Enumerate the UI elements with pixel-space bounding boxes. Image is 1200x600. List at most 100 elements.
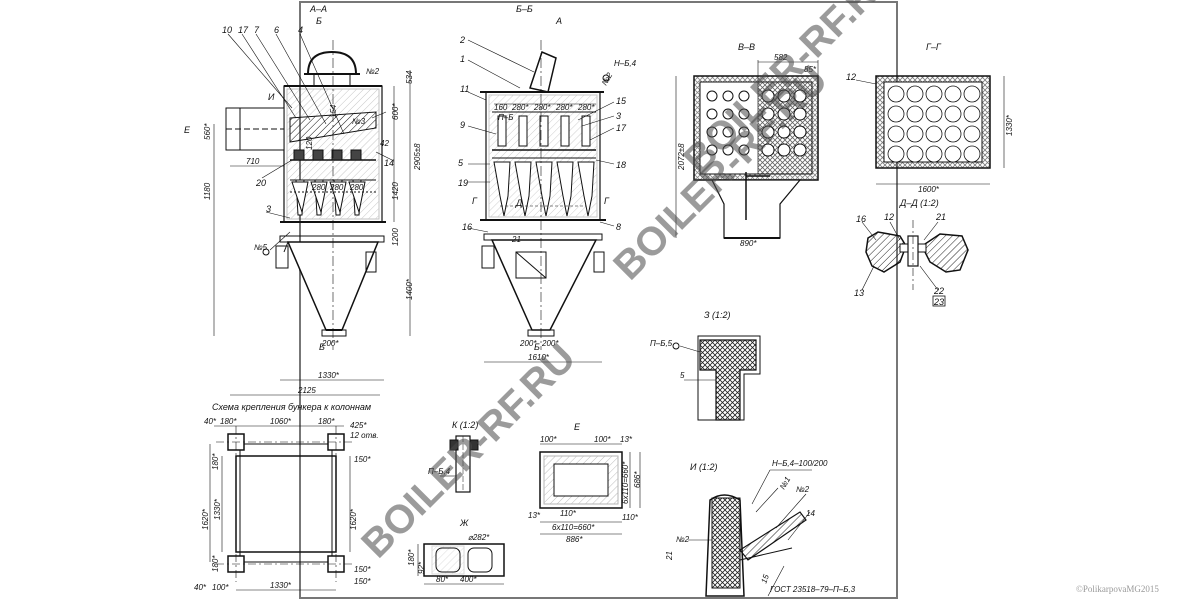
drawing-label: 42 — [380, 139, 389, 148]
drawing-label: 600* — [391, 103, 400, 120]
drawing-label: 80* — [436, 575, 449, 584]
drawing-label: Н–Б,4 — [614, 59, 637, 68]
drawing-label: И (1:2) — [690, 462, 717, 472]
drawing-label: 15 — [759, 573, 771, 585]
drawing-label: №2 — [796, 485, 810, 494]
detail-e-view — [539, 443, 641, 535]
drawing-label: 686* — [633, 471, 642, 488]
drawing-label: 14 — [384, 158, 394, 168]
drawing-label: Г — [604, 196, 610, 206]
drawing-label: №3 — [352, 117, 366, 126]
vv-tube-grid — [706, 89, 807, 157]
drawing-label: 280 — [329, 183, 344, 192]
drawing-label: 15 — [616, 96, 627, 106]
drawing-label: 10 — [222, 25, 232, 35]
drawing-label: Г — [472, 196, 478, 206]
drawing-label: 18 — [616, 160, 626, 170]
drawing-label: 6 — [274, 25, 279, 35]
drawing-label: 21 — [511, 235, 521, 244]
drawing-label: 1060* — [270, 417, 292, 426]
copyright: ©PolikarpovaMG2015 — [1076, 584, 1159, 594]
detail-z-texts: З (1:2) П–Б,5 5 — [650, 310, 731, 380]
drawing-label: 19 — [458, 178, 468, 188]
drawing-label: №2 — [676, 535, 690, 544]
section-vv-view — [675, 60, 819, 239]
drawing-label: Б–Б — [516, 4, 533, 14]
drawing-label: 17 — [238, 25, 249, 35]
drawing-label: 200* — [519, 339, 537, 348]
drawing-label: 1 — [460, 54, 465, 64]
drawing-label: 150* — [354, 455, 371, 464]
drawing-label: 13 — [854, 288, 864, 298]
drawing-label: 582 — [774, 53, 788, 62]
drawing-label: 200* — [321, 339, 339, 348]
drawing-label: 280* — [511, 103, 529, 112]
drawing-label: 21 — [665, 551, 674, 561]
drawing-label: 280 — [349, 183, 364, 192]
drawing-label: 85* — [804, 65, 817, 74]
drawing-label: 92* — [417, 561, 426, 574]
drawing-label: №2 — [366, 67, 380, 76]
scheme-texts: Схема крепления бункера к колоннам 40* 1… — [194, 402, 379, 592]
drawing-label: 100* — [212, 583, 229, 592]
drawing-label: 6х110=660* — [621, 461, 630, 504]
drawing-label: 180* — [220, 417, 237, 426]
drawing-label: 2072±8 — [677, 143, 686, 171]
drawing-label: 180* — [318, 417, 335, 426]
drawing-label: №2 — [600, 71, 615, 87]
drawing-label: 400* — [460, 575, 477, 584]
drawing-label: 12 отв. — [350, 431, 379, 440]
drawing-label: 110* — [622, 513, 639, 522]
drawing-label: 22 — [933, 286, 944, 296]
drawing-label: 7 — [254, 25, 260, 35]
drawing-label: 16 — [462, 222, 472, 232]
drawing-label: 710 — [246, 157, 260, 166]
drawing-label: Б — [319, 342, 325, 352]
section-aa-texts: А–А Б Б Е И 10 17 7 6 4 №2 №3 14 20 3 №5… — [184, 4, 422, 395]
drawing-label: 1180 — [203, 182, 212, 200]
drawing-label: Н–Б,4–100/200 — [772, 459, 828, 468]
drawing-label: 150* — [354, 565, 371, 574]
detail-dd-texts: Д–Д (1:2) 16 12 21 13 22 23 — [854, 198, 946, 307]
detail-e-texts: Е 100* 100* 13* 6х110=660* 686* 110* 110… — [528, 422, 642, 544]
drawing-label: 110* — [560, 509, 577, 518]
drawing-label: ГОСТ 23518–79–П–Б,3 — [770, 585, 856, 594]
drawing-label: 11 — [460, 84, 469, 94]
drawing-label: 21 — [935, 212, 946, 222]
drawing-label: 40* — [194, 583, 207, 592]
drawing-label: 3 — [266, 204, 271, 214]
drawing-label: В–В — [738, 42, 755, 52]
drawing-label: Схема крепления бункера к колоннам — [212, 402, 371, 412]
drawing-label: 14 — [806, 509, 815, 518]
drawing-label: 17 — [616, 123, 627, 133]
drawing-label: 8 — [616, 222, 621, 232]
drawing-label: 280* — [555, 103, 573, 112]
drawing-label: 1420 — [391, 182, 400, 200]
drawing-label: 1400* — [405, 278, 414, 300]
section-gg-texts: Г–Г 12 1600* 1330* — [846, 42, 1014, 194]
drawing-label: П–Б,5 — [650, 339, 673, 348]
drawing-label: 2905±8 — [413, 143, 422, 171]
drawing-label: Д — [515, 198, 523, 208]
drawing-label: Е — [574, 422, 581, 432]
drawing-label: Е — [184, 125, 191, 135]
sheet-frame — [299, 1, 898, 599]
drawing-label: 9 — [460, 120, 465, 130]
section-gg-view — [855, 75, 1005, 185]
drawing-label: К (1:2) — [452, 420, 478, 430]
drawing-label: 13* — [528, 511, 541, 520]
drawing-label: 890* — [740, 239, 757, 248]
drawing-label: 120 — [305, 136, 314, 150]
drawing-label: Ж — [459, 518, 469, 528]
drawing-label: 23 — [933, 297, 944, 307]
drawing-label: Г–Г — [926, 42, 942, 52]
drawing-label: ⌀282* — [468, 533, 490, 542]
gg-tube-grid — [887, 85, 981, 163]
drawing-label: 3 — [616, 111, 621, 121]
watermark-1: BOILER-RF.RU — [353, 336, 584, 567]
section-bb-view — [467, 39, 615, 363]
detail-z-view — [672, 335, 761, 421]
drawing-label: П–Б,4 — [428, 467, 451, 476]
drawing-label: 2 — [459, 35, 465, 45]
